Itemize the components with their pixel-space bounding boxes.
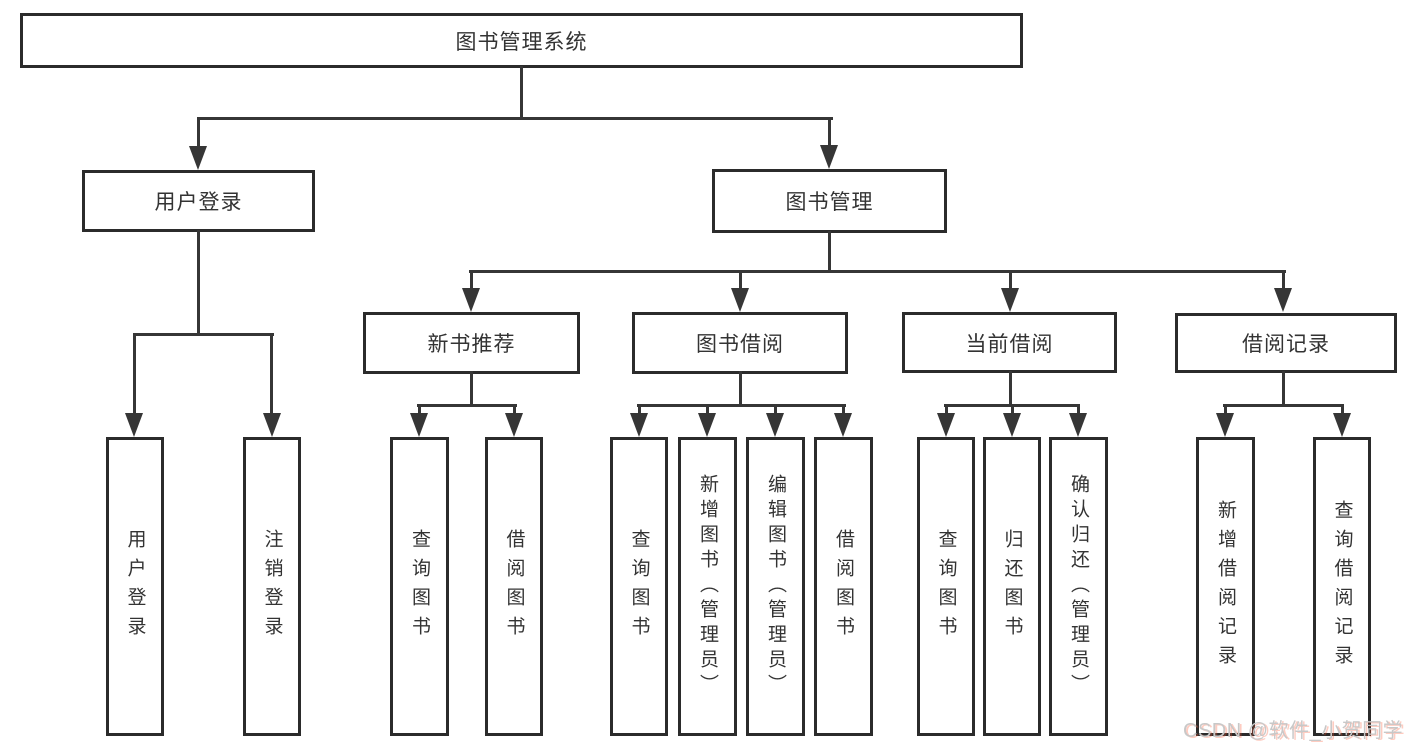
node-label: 确认归还（管理员） (1068, 474, 1089, 699)
connector-arrow (834, 413, 852, 437)
node-label: 归还图书 (1001, 528, 1023, 645)
connector-arrow (410, 413, 428, 437)
node-label: 借阅图书 (833, 528, 854, 645)
node-label: 查询图书 (628, 528, 650, 645)
connector-line (739, 272, 742, 292)
connector-line (706, 405, 709, 419)
connector-line (637, 404, 846, 407)
node-label: 查询借阅记录 (1331, 499, 1353, 674)
node-new-book-recommend: 新书推荐 (363, 312, 580, 374)
node-label: 查询图书 (935, 528, 957, 645)
connector-arrow (1333, 413, 1351, 437)
connector-line (1009, 272, 1012, 292)
node-current-borrowing: 当前借阅 (902, 312, 1117, 373)
connector-arrow (1001, 288, 1019, 312)
node-add-book-admin: 新增图书（管理员） (678, 437, 737, 736)
connector-line (520, 66, 523, 120)
connector-line (1009, 371, 1012, 407)
connector-line (470, 371, 473, 407)
connector-line (470, 272, 473, 292)
connector-line (469, 270, 1286, 273)
connector-line (1011, 405, 1014, 419)
connector-line (1282, 371, 1285, 407)
connector-line (197, 119, 200, 149)
connector-arrow (1216, 413, 1234, 437)
connector-line (1282, 272, 1285, 292)
node-query-books-recommend: 查询图书 (390, 437, 449, 736)
node-confirm-return-admin: 确认归还（管理员） (1049, 437, 1108, 736)
connector-line (513, 405, 516, 419)
connector-line (739, 371, 742, 407)
node-borrow-books-action: 借阅图书 (814, 437, 873, 736)
node-label: 新增借阅记录 (1215, 499, 1236, 674)
node-return-books: 归还图书 (983, 437, 1041, 736)
node-borrow-books-recommend: 借阅图书 (485, 437, 543, 736)
connector-arrow (125, 413, 143, 437)
node-user-login-action: 用户登录 (106, 437, 164, 736)
connector-line (774, 405, 777, 419)
node-user-login: 用户登录 (82, 170, 315, 232)
connector-arrow (1003, 413, 1021, 437)
connector-line (133, 335, 136, 415)
node-library-system: 图书管理系统 (20, 13, 1023, 68)
node-query-books-borrowing: 查询图书 (610, 437, 668, 736)
connector-arrow (820, 145, 838, 169)
connector-line (418, 405, 421, 419)
connector-line (828, 231, 831, 273)
connector-line (417, 404, 517, 407)
node-edit-book-admin: 编辑图书（管理员） (746, 437, 805, 736)
node-label: 用户登录 (124, 528, 146, 645)
connector-line (842, 405, 845, 419)
node-book-management: 图书管理 (712, 169, 947, 233)
connector-arrow (263, 413, 281, 437)
node-logout-action: 注销登录 (243, 437, 301, 736)
connector-arrow (937, 413, 955, 437)
connector-line (945, 405, 948, 419)
connector-line (133, 333, 274, 336)
connector-arrow (1069, 413, 1087, 437)
node-label: 借阅图书 (503, 528, 525, 645)
connector-arrow (505, 413, 523, 437)
node-query-books-current: 查询图书 (917, 437, 975, 736)
node-query-borrow-record: 查询借阅记录 (1313, 437, 1371, 736)
connector-line (197, 117, 833, 120)
node-label: 新增图书（管理员） (697, 474, 718, 699)
node-book-borrowing: 图书借阅 (632, 312, 848, 374)
node-borrowing-records: 借阅记录 (1175, 313, 1397, 373)
connector-line (1341, 405, 1344, 419)
connector-arrow (698, 413, 716, 437)
node-add-borrow-record: 新增借阅记录 (1196, 437, 1255, 736)
connector-line (1077, 405, 1080, 419)
connector-arrow (766, 413, 784, 437)
node-label: 编辑图书（管理员） (765, 474, 786, 699)
node-label: 注销登录 (261, 528, 283, 645)
connector-arrow (1274, 288, 1292, 312)
node-label: 查询图书 (409, 528, 430, 645)
connector-line (1223, 404, 1344, 407)
connector-arrow (189, 146, 207, 170)
connector-line (270, 335, 273, 415)
connector-arrow (630, 413, 648, 437)
connector-line (1224, 405, 1227, 419)
connector-line (197, 230, 200, 336)
connector-arrow (462, 288, 480, 312)
connector-line (638, 405, 641, 419)
connector-arrow (731, 288, 749, 312)
csdn-watermark: CSDN @软件_小贺同学 (1183, 720, 1404, 742)
connector-line (828, 119, 831, 149)
